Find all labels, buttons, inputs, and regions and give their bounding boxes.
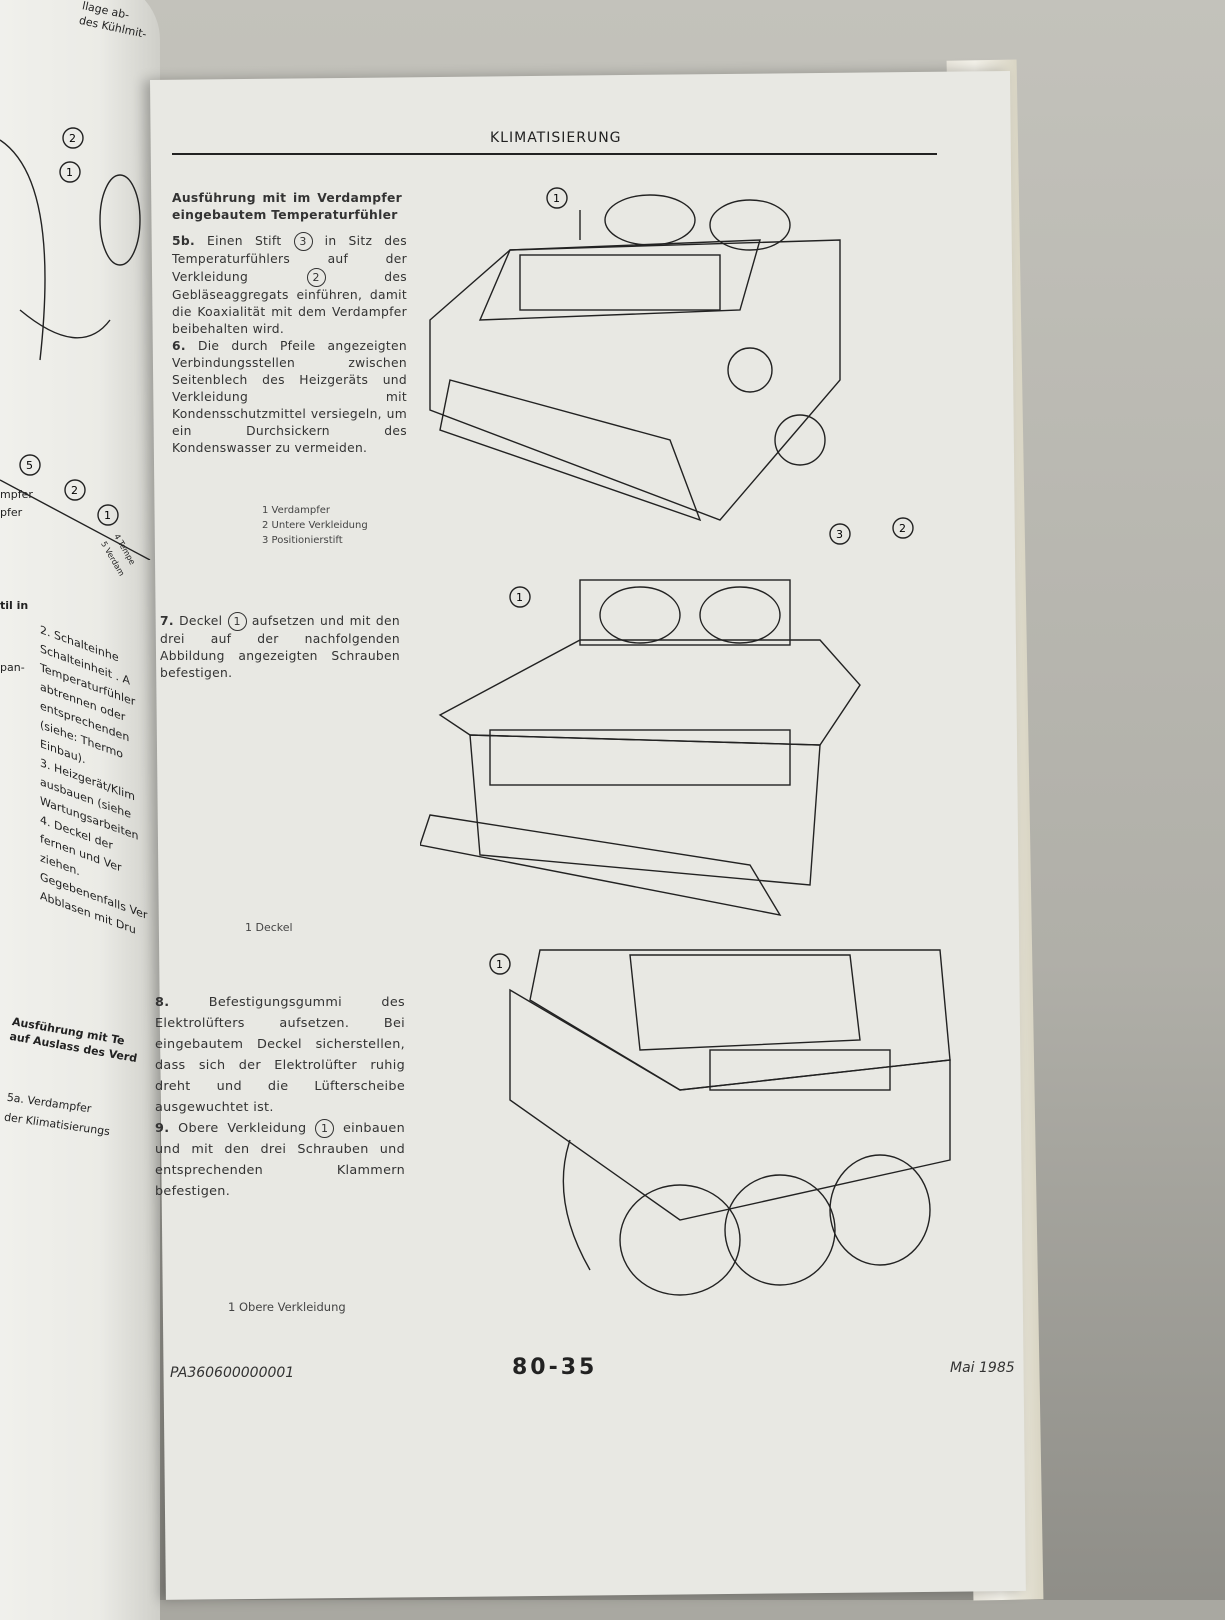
ref-callout: 3 [293,232,313,251]
callout-1: 1 [516,591,523,604]
step-text: Befestigungsgummi des Elektrolüfters auf… [155,995,405,1115]
page-date: Mai 1985 [950,1360,1015,1376]
header-rule [172,153,937,155]
callout-1: 1 [553,192,560,205]
callout: 2 [71,484,78,497]
figure3-legend: 1 Obere Verkleidung [228,1300,346,1314]
callout: 5 [26,459,33,472]
page-number: 80-35 [512,1355,598,1380]
step-7: 7. Deckel 1 aufsetzen und mit den drei a… [160,612,400,682]
step-num: 9. [155,1121,170,1136]
figure1-legend: 1 Verdampfer 2 Untere Verkleidung 3 Posi… [262,503,368,548]
callout-1: 1 [496,958,503,971]
text-fragment: til in [0,599,29,612]
step-5b: 5b. Einen Stift 3 in Sitz des Temperatur… [172,232,407,457]
step-text: in Sitz des Temperaturfühlers auf der Ve… [172,234,407,284]
text-fragment: pan- [0,661,25,674]
figure1-evaporator-drawing: 1 3 2 [429,187,914,545]
manual-page-left [0,0,160,1620]
legend-item: 2 Untere Verkleidung [262,520,368,531]
left-figure-drawing: 2 1 5 2 1 [0,127,151,560]
figure2-legend: 1 Deckel [245,921,293,934]
left-steps: 2. Schalteinhe Schalteinheit . A Tempera… [40,620,147,940]
legend-item: 1 Verdampfer [262,505,331,516]
step-text: Obere Verkleidung [178,1121,307,1136]
ref-callout: 1 [315,1119,335,1138]
text-fragment: mpfer [0,488,33,501]
ref-callout: 1 [227,612,247,631]
step-text: aufsetzen und mit den drei auf der nachf… [160,614,400,680]
callout-3: 3 [836,528,843,541]
step-text: des Gebläseaggregats einführen, damit di… [172,270,407,336]
step-8: 8. Befestigungsgummi des Elektrolüfters … [155,992,405,1202]
step-text: Deckel [179,614,223,628]
figure2-cover-drawing: 1 [420,579,861,916]
step-num: 6. [172,339,186,353]
step-num: 7. [160,614,174,628]
doc-code: PA360600000001 [170,1365,295,1381]
step-text: Die durch Pfeile angezeigten Verbindungs… [172,339,407,455]
callout: 1 [66,166,73,179]
text-fragment: pfer [0,506,23,519]
page-header: KLIMATISIERUNG [490,130,622,146]
step-num: 8. [155,995,170,1010]
legend-item: 3 Positionierstift [262,535,343,546]
callout: 2 [69,132,76,145]
step-text: Einen Stift [207,234,282,248]
callout: 1 [104,509,111,522]
callout-2: 2 [899,522,906,535]
figure3-upper-cover-drawing: 1 [489,949,951,1296]
section-heading: Ausführung mit im Verdampfer eingebautem… [172,191,402,222]
step-text: einbauen und mit den drei Schrauben und … [155,1121,405,1199]
ref-callout: 2 [306,268,326,287]
step-num: 5b. [172,234,195,248]
